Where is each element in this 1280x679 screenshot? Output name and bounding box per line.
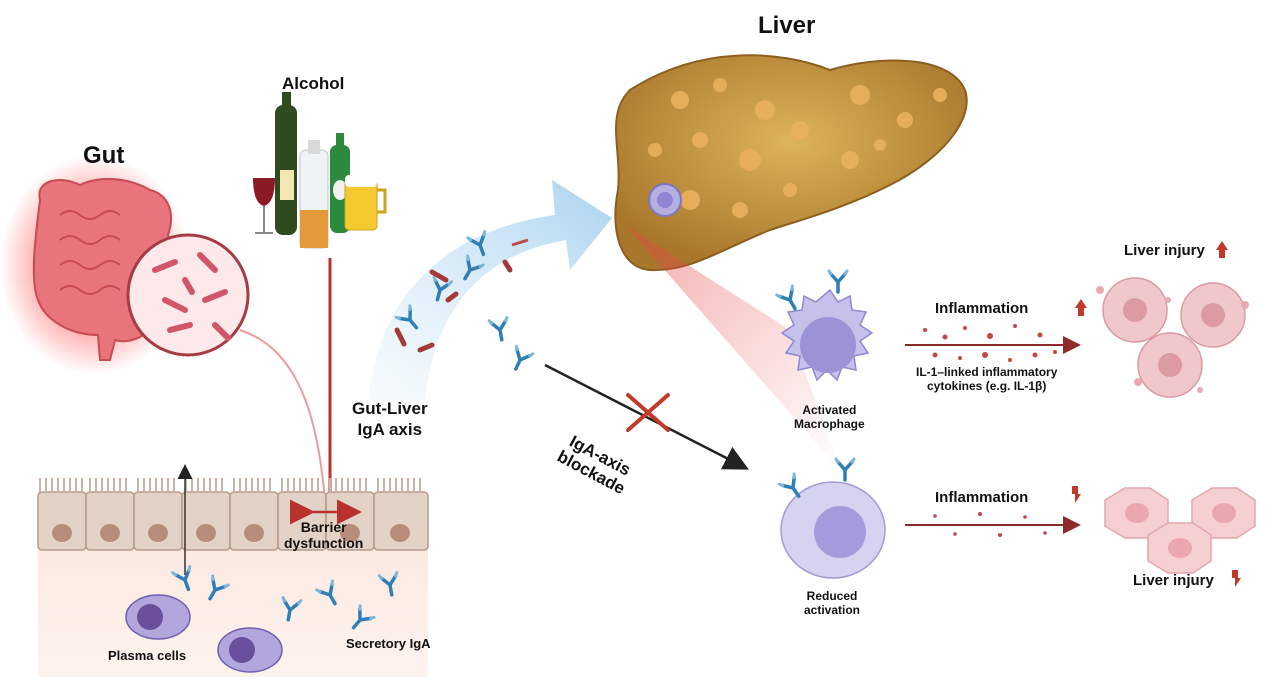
liver-title: Liver — [758, 12, 816, 39]
reduced-line2: activation — [804, 603, 861, 617]
activated-macrophage-label: Activated Macrophage — [794, 403, 865, 431]
plasma-cells — [125, 594, 283, 673]
up-arrow-icon — [1075, 241, 1228, 316]
reduced-line1: Reduced — [806, 589, 858, 603]
red-x-icon — [626, 393, 670, 432]
alcohol-bottles — [253, 92, 387, 249]
gut-liver-axis-line1: Gut-Liver — [352, 399, 428, 418]
gut-liver-axis-line2: IgA axis — [357, 420, 423, 439]
down-arrow-icon — [1072, 486, 1241, 587]
inflammation-down-label: Inflammation — [935, 489, 1029, 506]
activated-line1: Activated — [802, 403, 857, 417]
inflammation-up-label: Inflammation — [935, 300, 1029, 317]
liver-injury-up-label: Liver injury — [1124, 242, 1205, 259]
barrier-line1: Barrier — [300, 519, 347, 535]
liver-illustration — [614, 54, 968, 470]
plasma-cells-label: Plasma cells — [108, 648, 187, 663]
barrier-dysfunction-label: Barrier dysfunction — [284, 519, 363, 551]
barrier-line2: dysfunction — [284, 535, 364, 551]
gut-liver-axis-arrow — [368, 180, 612, 400]
liver-injury-down-label: Liver injury — [1133, 572, 1214, 589]
gut-label: Gut — [83, 142, 125, 169]
healthy-hepatocytes — [1104, 487, 1256, 574]
cytokine-release-up — [905, 324, 1081, 362]
secretory-iga-label: Secretory IgA — [346, 636, 431, 651]
gut-illustration — [0, 155, 250, 375]
activated-macrophage — [774, 269, 874, 382]
reduced-macrophage — [777, 457, 886, 579]
alcohol-label: Alcohol — [282, 74, 345, 93]
cytokines-line2: cytokines (e.g. IL-1β) — [927, 379, 1047, 393]
cytokines-line1: IL-1–linked inflammatory — [916, 365, 1058, 379]
cytokines-label: IL-1–linked inflammatory cytokines (e.g.… — [916, 365, 1057, 393]
reduced-activation-label: Reduced activation — [804, 589, 860, 617]
injured-hepatocytes — [1096, 277, 1249, 398]
gut-liver-axis-label: Gut-Liver IgA axis — [352, 398, 428, 440]
activated-line2: Macrophage — [794, 417, 865, 431]
cytokine-release-down — [905, 512, 1081, 537]
